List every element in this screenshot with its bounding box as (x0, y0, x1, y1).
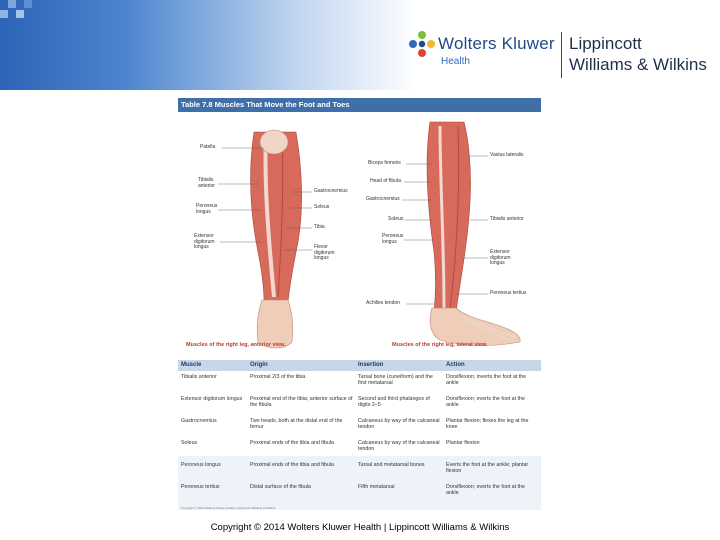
decor-square (8, 0, 16, 8)
cell-muscle: Extensor digitorum longus (181, 396, 243, 402)
table-row: Peroneus longus Proximal ends of the tib… (178, 461, 541, 482)
col-header-muscle: Muscle (181, 362, 202, 368)
figure-fine-print: Copyright © 2014 Wolters Kluwer Health |… (181, 506, 276, 510)
anterior-leg-drawing (250, 129, 302, 349)
anatomy-figure: Table 7.8 Muscles That Move the Foot and… (178, 98, 541, 510)
leg-illustrations (218, 121, 521, 349)
label-biceps-femoris: Biceps femoris (368, 160, 401, 166)
label-gastrocnemius-anterior: Gastrocnemius (314, 188, 348, 194)
label-extensor-digitorum-longus-lateral: Extensor digitorum longus (490, 249, 511, 266)
label-vastus-lateralis: Vastus lateralis (490, 152, 524, 158)
table-row: Gastrocnemius Two heads, both at the dis… (178, 417, 541, 438)
table-row: Soleus Proximal ends of the tibia and fi… (178, 439, 541, 460)
cell-origin: Proximal ends of the tibia and fibula (250, 462, 334, 468)
cell-action: Plantar flexion; flexes the leg at the k… (446, 418, 529, 430)
label-peroneus-tertius: Peroneus tertius (490, 290, 527, 296)
col-header-action: Action (446, 362, 465, 368)
label-peroneus-longus-anterior: Peroneus longus (196, 203, 218, 215)
imprint-line-1: Lippincott (569, 34, 642, 53)
cell-origin: Distal surface of the fibula (250, 484, 311, 490)
cell-action: Dorsiflexion; everts the foot at the ank… (446, 484, 525, 496)
table-row: Peroneus tertius Distal surface of the f… (178, 483, 541, 504)
table-row: Tibialis anterior Proximal 2/3 of the ti… (178, 373, 541, 394)
col-header-insertion: Insertion (358, 362, 384, 368)
cell-muscle: Peroneus tertius (181, 484, 220, 490)
cell-muscle: Peroneus longus (181, 462, 221, 468)
label-patella: Patella (200, 144, 216, 150)
header-banner (0, 0, 720, 90)
label-soleus-lateral: Soleus (388, 216, 404, 222)
illustration-panel: Patella Tibialis anterior Peroneus longu… (178, 112, 541, 456)
label-peroneus-longus-lateral: Peroneus longus (382, 233, 404, 245)
decor-square (24, 0, 32, 8)
cell-muscle: Soleus (181, 440, 198, 446)
wolters-kluwer-logo-icon (409, 31, 435, 57)
caption-lateral-view: Muscles of the right leg, lateral view. (392, 342, 488, 348)
logo-divider (561, 32, 562, 78)
label-soleus-anterior: Soleus (314, 204, 330, 210)
cell-origin: Proximal 2/3 of the tibia (250, 374, 306, 380)
copyright-footer: Copyright © 2014 Wolters Kluwer Health |… (210, 522, 510, 533)
figure-title: Table 7.8 Muscles That Move the Foot and… (178, 98, 541, 112)
cell-origin: Proximal end of the tibia; anterior surf… (250, 396, 353, 408)
decor-square (0, 10, 8, 18)
imprint-line-2: Williams & Wilkins (569, 55, 707, 74)
brand-name: Wolters Kluwer (438, 34, 555, 53)
muscle-table: Muscle Origin Insertion Action Tibialis … (178, 360, 541, 510)
cell-muscle: Gastrocnemius (181, 418, 217, 424)
cell-insertion: Calcaneus by way of the calcaneal tendon (358, 418, 440, 430)
cell-insertion: Tarsal bone (cuneiform) and the first me… (358, 374, 433, 386)
col-header-origin: Origin (250, 362, 268, 368)
cell-action: Dorsiflexion; everts the foot at the ank… (446, 396, 525, 408)
label-tibia: Tibia (314, 224, 325, 230)
cell-insertion: Fifth metatarsal (358, 484, 395, 490)
cell-muscle: Tibialis anterior (181, 374, 217, 380)
decor-square (16, 10, 24, 18)
cell-insertion: Calcaneus by way of the calcaneal tendon (358, 440, 440, 452)
label-gastrocnemius-lateral: Gastrocnemius (366, 196, 400, 202)
label-extensor-digitorum-longus-anterior: Extensor digitorum longus (194, 233, 215, 250)
table-row: Extensor digitorum longus Proximal end o… (178, 395, 541, 416)
cell-origin: Proximal ends of the tibia and fibula (250, 440, 334, 446)
cell-action: Plantar flexion (446, 440, 480, 446)
cell-origin: Two heads, both at the distal end of the… (250, 418, 343, 430)
table-header: Muscle Origin Insertion Action (178, 360, 541, 371)
cell-action: Everts the foot at the ankle; plantar fl… (446, 462, 529, 474)
label-tibialis-anterior: Tibialis anterior (198, 177, 215, 189)
cell-insertion: Second and third phalanges of digits 2–5 (358, 396, 430, 408)
caption-anterior-view: Muscles of the right leg, anterior view. (186, 342, 286, 348)
label-achilles-tendon: Achilles tendon (366, 300, 400, 306)
cell-action: Dorsiflexion; inverts the foot at the an… (446, 374, 527, 386)
label-flexor-digitorum-longus: Flexor digitorum longus (314, 244, 335, 261)
lateral-leg-drawing (426, 121, 521, 346)
label-tibialis-anterior-lateral: Tibialis anterior (490, 216, 524, 222)
brand-division: Health (441, 56, 470, 67)
label-head-of-fibula: Head of fibula (370, 178, 401, 184)
cell-insertion: Tarsal and metatarsal bones (358, 462, 425, 468)
